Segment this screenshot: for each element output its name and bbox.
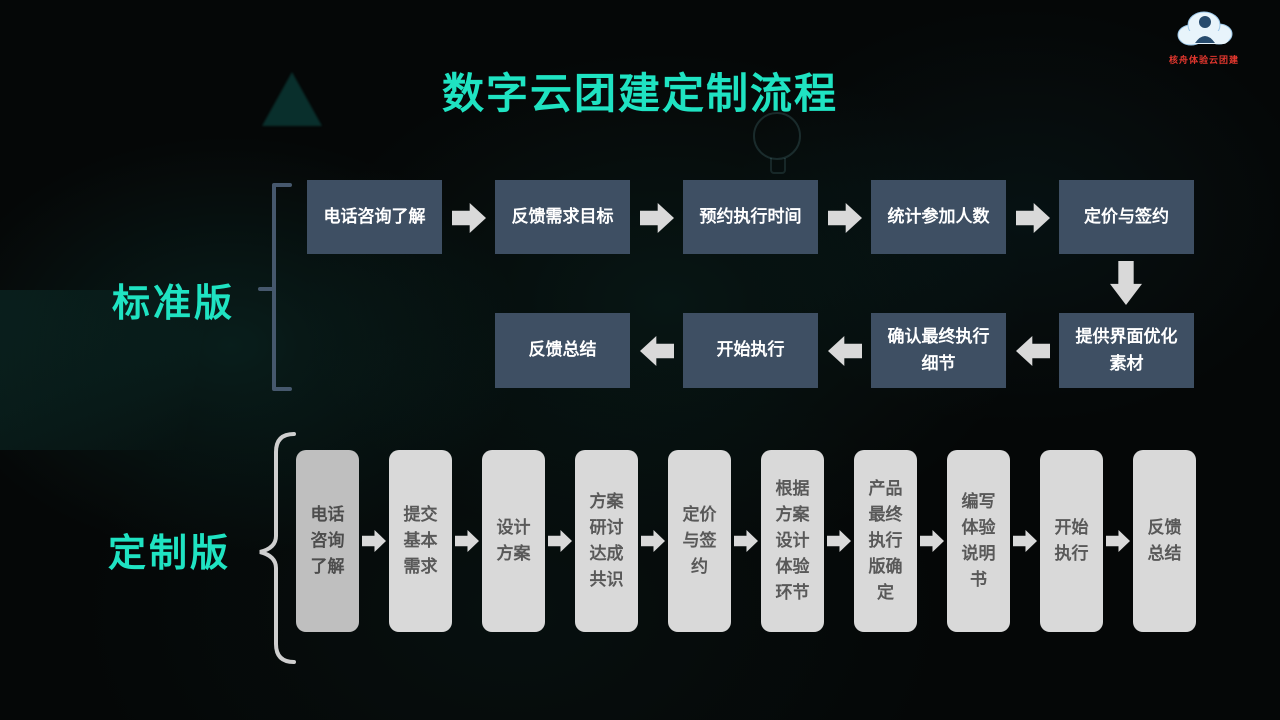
standard-step-box: 反馈总结 [495, 313, 630, 388]
custom-step-box: 设计方案 [482, 450, 545, 632]
arrow-right-small-icon [920, 530, 944, 552]
standard-step-box: 定价与签约 [1059, 180, 1194, 254]
standard-step-box: 提供界面优化素材 [1059, 313, 1194, 388]
custom-step-box: 编写体验说明书 [947, 450, 1010, 632]
standard-step-box: 统计参加人数 [871, 180, 1006, 254]
standard-step-box: 确认最终执行细节 [871, 313, 1006, 388]
cloud-logo-icon [1177, 11, 1233, 46]
arrow-left-icon [640, 336, 674, 366]
custom-step-box: 根据方案设计体验环节 [761, 450, 824, 632]
arrow-left-icon [828, 336, 862, 366]
arrow-down-icon [1110, 261, 1142, 305]
arrow-right-small-icon [734, 530, 758, 552]
arrow-right-small-icon [641, 530, 665, 552]
brand-logo-text: 核舟体验云团建 [1168, 55, 1239, 65]
arrow-right-small-icon [362, 530, 386, 552]
arrow-right-small-icon [455, 530, 479, 552]
custom-step-box: 定价与签约 [668, 450, 731, 632]
standard-step-box: 电话咨询了解 [307, 180, 442, 254]
arrow-right-icon [828, 203, 862, 233]
custom-section-label: 定制版 [108, 533, 232, 575]
custom-bracket [259, 432, 296, 664]
custom-step-box: 反馈总结 [1133, 450, 1196, 632]
brand-logo: 核舟体验云团建 [1154, 6, 1254, 66]
standard-step-box: 开始执行 [683, 313, 818, 388]
arrow-right-icon [1016, 203, 1050, 233]
arrow-right-icon [640, 203, 674, 233]
standard-section-label: 标准版 [112, 283, 236, 325]
slide-title: 数字云团建定制流程 [441, 70, 838, 117]
arrow-right-small-icon [548, 530, 572, 552]
standard-step-box: 预约执行时间 [683, 180, 818, 254]
custom-step-box: 电话咨询了解 [296, 450, 359, 632]
custom-step-box: 提交基本需求 [389, 450, 452, 632]
custom-step-box: 方案研讨达成共识 [575, 450, 638, 632]
standard-bracket [258, 183, 292, 391]
standard-step-box: 反馈需求目标 [495, 180, 630, 254]
arrow-right-icon [452, 203, 486, 233]
custom-step-box: 开始执行 [1040, 450, 1103, 632]
custom-step-box: 产品最终执行版确定 [854, 450, 917, 632]
arrow-right-small-icon [1013, 530, 1037, 552]
arrow-right-small-icon [1106, 530, 1130, 552]
arrow-left-icon [1016, 336, 1050, 366]
arrow-right-small-icon [827, 530, 851, 552]
